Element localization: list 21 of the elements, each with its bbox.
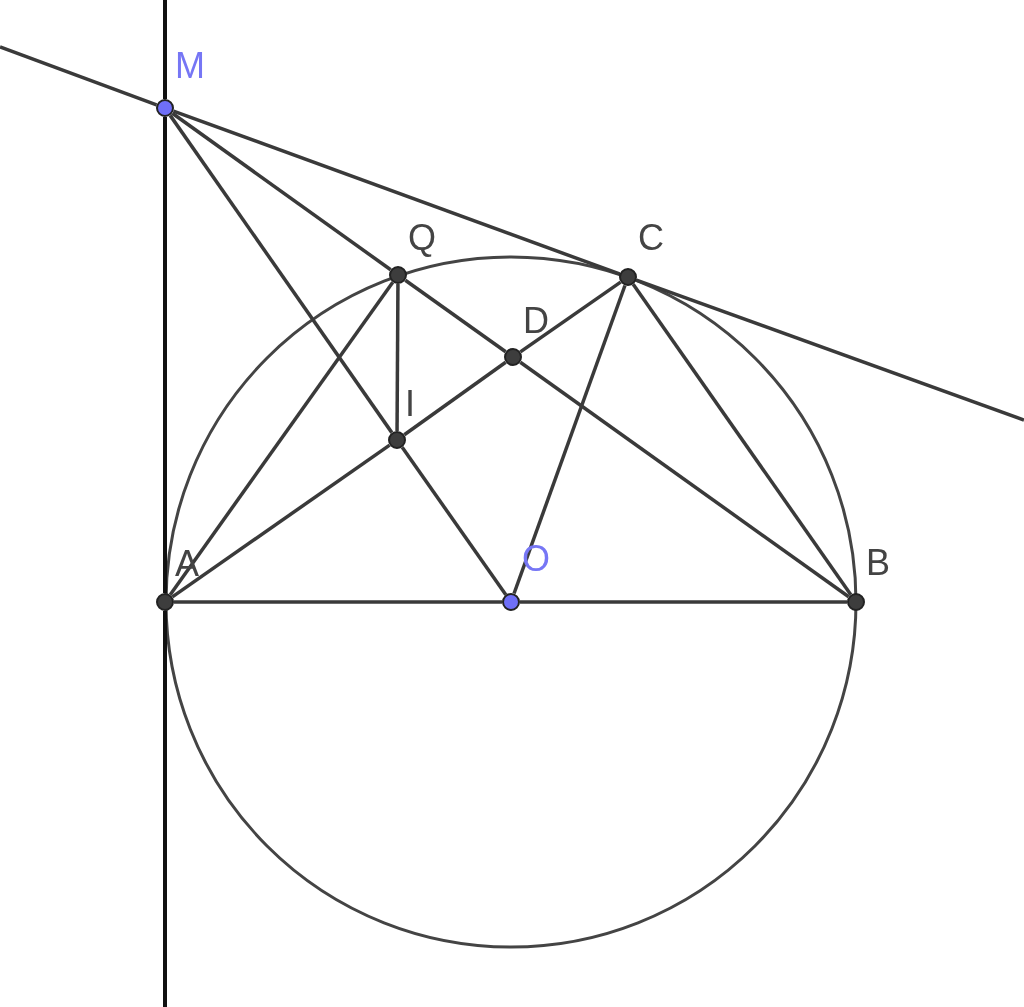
point-label: M [175, 48, 205, 84]
line-segment [163, 117, 167, 593]
point-label: I [405, 386, 415, 422]
line-segment [163, 0, 167, 99]
point-label: B [866, 545, 890, 581]
point-label: Q [408, 220, 436, 256]
line-segment [520, 600, 847, 604]
line-segment [174, 600, 502, 604]
point-label: C [638, 220, 664, 256]
line-segment [163, 611, 167, 1007]
line-segment [168, 281, 395, 596]
line-segment [519, 360, 850, 599]
line-segment [171, 111, 392, 272]
line-segment [395, 284, 400, 431]
line-segment [400, 446, 508, 596]
line-segment [403, 360, 507, 437]
line-segment [404, 278, 507, 354]
line-segment [631, 283, 853, 596]
point-label: D [523, 303, 549, 339]
line-segment [512, 284, 627, 595]
line-segment [0, 45, 158, 107]
